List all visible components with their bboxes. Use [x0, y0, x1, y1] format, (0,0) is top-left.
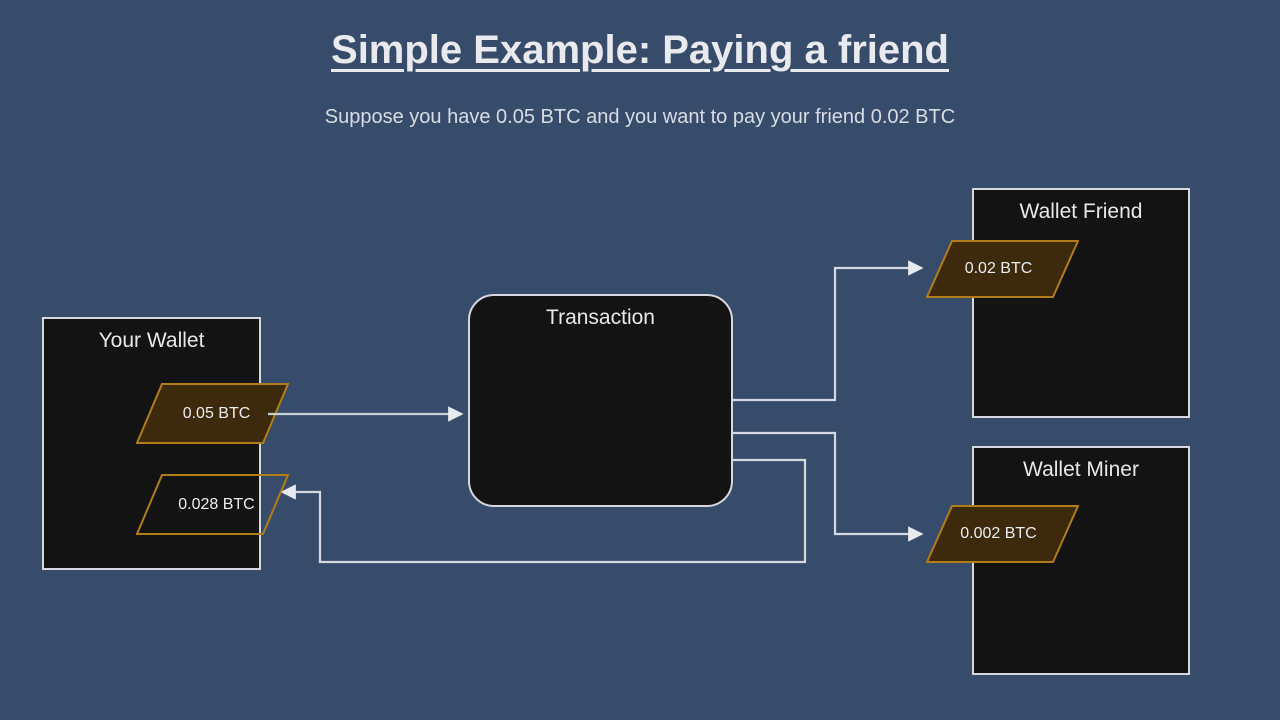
wallet-title-wallet-miner: Wallet Miner [1023, 458, 1139, 481]
transaction-label: Transaction [546, 306, 655, 329]
page-title: Simple Example: Paying a friend [331, 28, 949, 72]
utxo-your-wallet-0-05-btc[interactable]: 0.05 BTC [136, 383, 289, 444]
parallelogram-shape-filled [136, 383, 289, 444]
page-subtitle: Suppose you have 0.05 BTC and you want t… [324, 106, 956, 128]
parallelogram-shape-filled [926, 505, 1079, 563]
edge-transaction-to-friend [733, 260, 924, 402]
utxo-wallet-friend-0-02-btc[interactable]: 0.02 BTC [926, 240, 1079, 298]
edge-transaction-to-miner [733, 431, 924, 542]
wallet-title-wallet-friend: Wallet Friend [1019, 200, 1143, 223]
utxo-your-wallet-0-028-btc[interactable]: 0.028 BTC [136, 474, 289, 535]
utxo-wallet-miner-0-002-btc[interactable]: 0.002 BTC [926, 505, 1079, 563]
transaction-node[interactable]: Transaction [468, 294, 733, 507]
parallelogram-shape-outline [136, 474, 289, 535]
wallet-box-wallet-friend[interactable]: Wallet Friend [972, 188, 1190, 418]
parallelogram-shape-filled [926, 240, 1079, 298]
wallet-title-your-wallet: Your Wallet [98, 329, 205, 352]
